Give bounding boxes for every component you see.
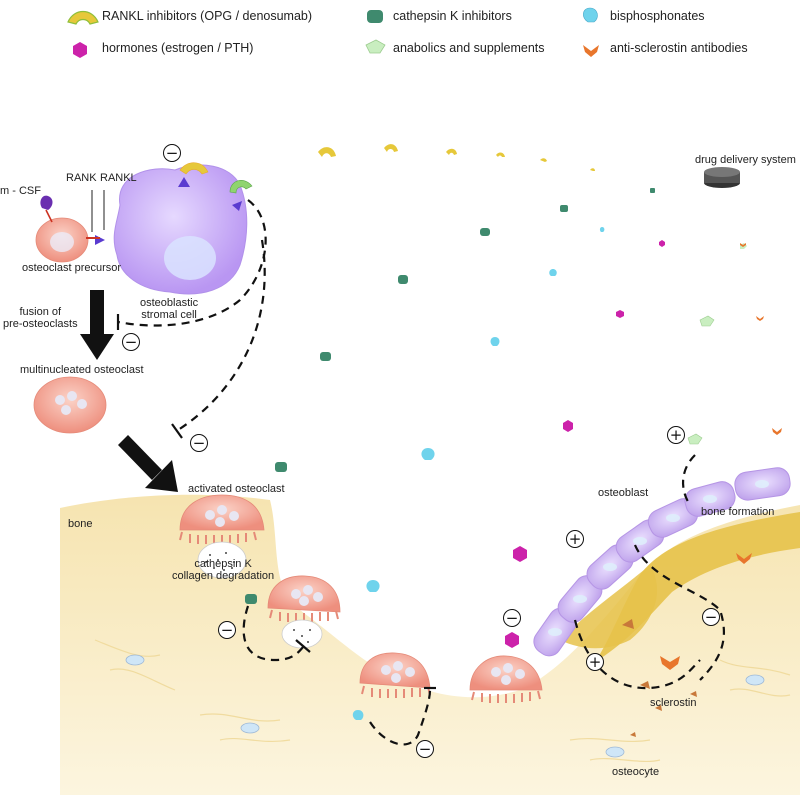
m-csf-receptor bbox=[40, 195, 53, 210]
rankl-inhibitor-molecule bbox=[179, 162, 209, 175]
legend-anabolics: anabolics and supplements bbox=[393, 41, 545, 55]
osteocytes bbox=[125, 654, 765, 758]
hormone-icon bbox=[73, 42, 87, 58]
anti-sclerostin-icon bbox=[583, 45, 599, 57]
legend-bisphosphonates: bisphosphonates bbox=[610, 9, 705, 23]
activation-sign: + bbox=[566, 530, 584, 548]
stromal-nucleus bbox=[164, 236, 216, 280]
label-rankl: RANKL bbox=[100, 172, 137, 184]
legend-rankl-inhibitors: RANKL inhibitors (OPG / denosumab) bbox=[102, 9, 313, 23]
label-osteocyte: osteocyte bbox=[612, 766, 660, 778]
multinuclei bbox=[55, 391, 87, 415]
fusion-arrow bbox=[80, 290, 114, 360]
bisphosphonate-icon bbox=[583, 7, 598, 23]
precursor-nucleus bbox=[50, 232, 74, 252]
label-osteoclast-precursor: osteoclast precursor bbox=[22, 262, 122, 274]
inhibition-sign: − bbox=[190, 434, 208, 452]
inhibition-sign: − bbox=[218, 621, 236, 639]
osteoclasts-resorbing bbox=[179, 494, 543, 703]
osteocyte-cell bbox=[240, 722, 260, 734]
osteocyte-cell bbox=[125, 654, 145, 666]
label-osteoblast: osteoblast bbox=[598, 487, 649, 499]
activation-sign: + bbox=[586, 653, 604, 671]
resorption-pits bbox=[197, 541, 323, 649]
bone-formation-layer bbox=[595, 512, 800, 662]
inhibition-sign: − bbox=[503, 609, 521, 627]
legend-hormones: hormones (estrogen / PTH) bbox=[102, 41, 254, 55]
inhibition-sign: − bbox=[122, 333, 140, 351]
activation-arrow bbox=[118, 435, 178, 492]
bone-matrix bbox=[60, 494, 800, 795]
label-activated-osteoclast: activated osteoclast bbox=[188, 483, 285, 495]
cathepsin-inhibitor-icon bbox=[367, 10, 383, 23]
rankl-inhibitor-molecule bbox=[229, 180, 253, 194]
inhibition-bars bbox=[116, 314, 436, 690]
inhibition-sign: − bbox=[416, 740, 434, 758]
multinucleated-osteoclast-cell bbox=[33, 376, 107, 434]
label-m-csf: m - CSF bbox=[0, 185, 41, 197]
inhibition-sign: − bbox=[163, 144, 181, 162]
osteoblast-nuclei bbox=[548, 480, 769, 636]
label-bone: bone bbox=[68, 518, 93, 530]
activation-sign: + bbox=[667, 426, 685, 444]
label-multinucleated-osteoclast: multinucleated osteoclast bbox=[20, 364, 144, 376]
m-csf-stem bbox=[45, 209, 53, 223]
osteoclast-3 bbox=[359, 652, 431, 689]
label-drug-delivery-system: drug delivery system bbox=[695, 154, 796, 166]
label-fusion: fusion of pre-osteoclasts bbox=[3, 306, 78, 330]
label-bone-formation: bone formation bbox=[701, 506, 775, 518]
legend-icons bbox=[67, 7, 599, 58]
osteocyte-network bbox=[94, 639, 791, 763]
osteocyte-cell bbox=[605, 746, 625, 758]
legend-cathepsin-k: cathepsin K inhibitors bbox=[393, 9, 512, 23]
label-rank: RANK bbox=[66, 172, 97, 184]
label-sclerostin: sclerostin bbox=[650, 697, 697, 709]
anabolic-icon bbox=[365, 39, 386, 54]
rankl-inhibitor-icon bbox=[67, 10, 99, 25]
drug-particles bbox=[245, 144, 782, 737]
regulation-paths bbox=[117, 199, 725, 746]
label-cathepsin-k-degradation: cathepsin K collagen degradation bbox=[172, 558, 275, 582]
osteoclast-2 bbox=[267, 575, 341, 613]
inhibition-sign: − bbox=[702, 608, 720, 626]
legend-anti-sclerostin: anti-sclerostin antibodies bbox=[610, 41, 748, 55]
osteocyte-cell bbox=[745, 674, 765, 686]
osteoclast-4 bbox=[469, 655, 543, 691]
label-stromal-cell: osteoblastic stromal cell bbox=[140, 297, 199, 321]
